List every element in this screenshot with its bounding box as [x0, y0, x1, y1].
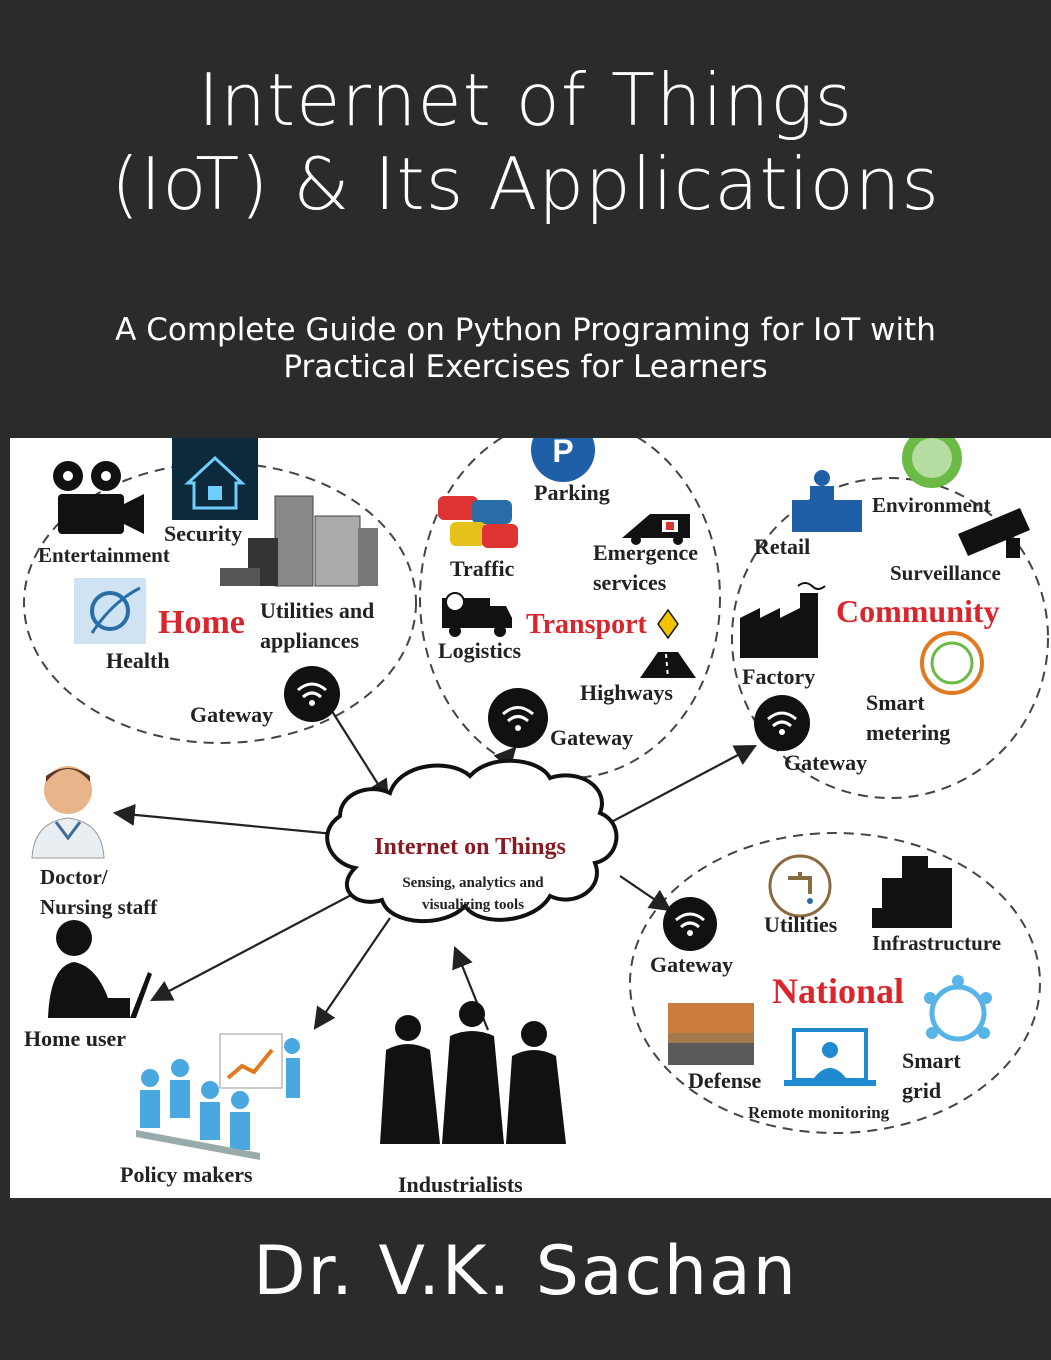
transport-gateway-wifi-icon: [488, 688, 548, 748]
industrialists-label: Industrialists: [398, 1172, 523, 1197]
arrow-community: [599, 744, 757, 829]
buildings-icon: [872, 856, 952, 928]
community-smart-label-1: Smart: [866, 690, 925, 715]
home-utilities-label-2: appliances: [260, 628, 359, 653]
arrow-home: [329, 707, 390, 802]
iot-diagram-svg: Internet on Things Sensing, analytics an…: [23, 438, 1049, 1197]
subtitle-line-2: Practical Exercises for Learners: [283, 349, 768, 385]
community-factory-label: Factory: [742, 664, 815, 689]
national-remote-label: Remote monitoring: [748, 1103, 890, 1122]
home-security-label: Security: [164, 521, 242, 546]
national-gateway-label: Gateway: [650, 952, 733, 977]
home-user-label: Home user: [24, 1026, 126, 1051]
policy-makers-icon: [136, 1033, 300, 1160]
iot-diagram: Internet on Things Sensing, analytics an…: [10, 438, 1051, 1198]
book-subtitle: A Complete Guide on Python Programing fo…: [0, 312, 1051, 386]
national-cluster: [629, 832, 1041, 1134]
transport-title: Transport: [526, 609, 647, 640]
highway-icon: [640, 652, 696, 679]
national-defense-label: Defense: [688, 1068, 762, 1093]
transport-emergency-label-1: Emergence: [593, 540, 698, 565]
home-entertainment-label: Entertainment: [38, 543, 170, 567]
cloud-title: Internet on Things: [374, 834, 566, 860]
home-title: Home: [158, 604, 245, 641]
home-health-label: Health: [106, 648, 170, 673]
smart-grid-icon: [924, 975, 992, 1042]
cloud-line-1: Sensing, analytics and: [402, 875, 544, 891]
cloud-line-2: visualizing tools: [422, 897, 524, 913]
community-environment-label: Environment: [872, 493, 991, 517]
community-smart-label-2: metering: [866, 720, 950, 745]
arrow-national: [619, 875, 672, 912]
globe-icon: [902, 438, 962, 488]
transport-emergency-label-2: services: [593, 570, 667, 595]
national-utilities-label: Utilities: [764, 912, 838, 937]
industrialists-icon: [380, 1001, 566, 1144]
book-author: Dr. V.K. Sachan: [253, 1232, 798, 1311]
transport-logistics-label: Logistics: [438, 638, 522, 663]
doctor-icon: [31, 766, 105, 859]
title-line-1: Internet of Things: [197, 58, 854, 142]
surveillance-camera-icon: [958, 508, 1030, 558]
policy-makers-label: Policy makers: [120, 1162, 253, 1187]
national-grid-label-2: grid: [902, 1078, 941, 1103]
community-cluster: [731, 477, 1049, 799]
home-gateway-label: Gateway: [190, 702, 273, 727]
home-user-icon: [48, 920, 152, 1018]
factory-icon: [740, 582, 826, 658]
appliances-icon: [220, 495, 378, 587]
defense-image-icon: [668, 1003, 754, 1065]
doctor-label-1: Doctor/: [40, 865, 109, 889]
transport-parking-label: Parking: [534, 480, 610, 505]
home-cluster: [23, 462, 417, 744]
community-gateway-label: Gateway: [784, 750, 867, 775]
retail-icon: [792, 470, 862, 532]
security-house-icon: [172, 438, 258, 520]
ambulance-icon: [622, 514, 690, 545]
traffic-cars-icon: [438, 496, 518, 548]
doctor-label-2: Nursing staff: [40, 895, 158, 919]
book-title: Internet of Things (IoT) & Its Applicati…: [0, 58, 1051, 226]
national-infrastructure-label: Infrastructure: [872, 931, 1001, 955]
subtitle-line-1: A Complete Guide on Python Programing fo…: [115, 312, 936, 348]
film-reel-icon: [53, 461, 144, 534]
transport-traffic-label: Traffic: [450, 556, 515, 581]
parking-icon: P: [531, 438, 595, 482]
arrow-home-user: [150, 892, 356, 1002]
national-title: National: [772, 971, 904, 1011]
home-gateway-wifi-icon: [284, 666, 340, 722]
title-line-2: (IoT) & Its Applications: [111, 142, 940, 226]
water-tap-icon: [768, 854, 832, 918]
iot-cloud: Internet on Things Sensing, analytics an…: [325, 758, 619, 924]
community-title: Community: [836, 593, 1000, 629]
community-gateway-wifi-icon: [754, 695, 810, 751]
community-surveillance-label: Surveillance: [890, 561, 1001, 585]
transport-highways-label: Highways: [580, 680, 673, 705]
community-retail-label: Retail: [754, 534, 810, 559]
transport-gateway-label: Gateway: [550, 725, 633, 750]
arrow-policy: [313, 917, 391, 1030]
national-gateway-wifi-icon: [663, 897, 717, 951]
logistics-truck-icon: [442, 592, 512, 637]
remote-monitor-icon: [784, 1028, 876, 1086]
home-utilities-label-1: Utilities and: [260, 598, 374, 623]
parking-glyph: P: [552, 438, 573, 469]
national-grid-label-1: Smart: [902, 1048, 961, 1073]
smart-meter-icon: [920, 631, 984, 695]
health-icon: [74, 578, 146, 644]
arrow-doctor: [112, 803, 358, 846]
warning-sign-icon: [657, 608, 679, 640]
